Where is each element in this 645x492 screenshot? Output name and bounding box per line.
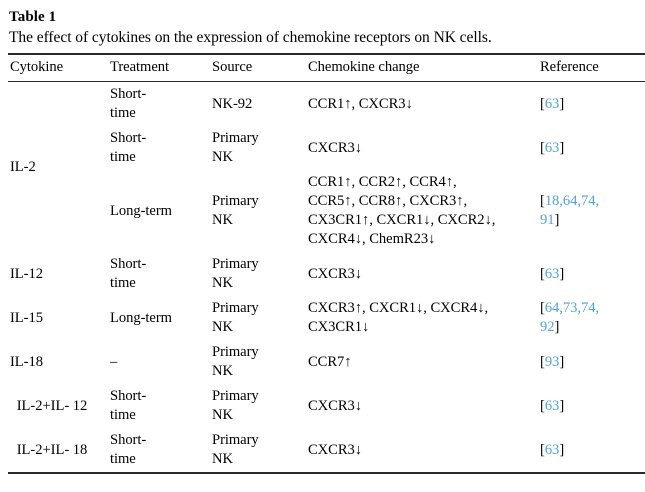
cell-reference: [63] <box>538 252 645 296</box>
cell-source: Primary NK <box>212 256 259 291</box>
reference-link[interactable]: 63 <box>544 397 560 414</box>
cell-reference: [63] <box>538 82 645 127</box>
cell-reference: [93] <box>538 340 645 384</box>
reference-bracket-close: ] <box>559 397 565 414</box>
table-row: Long-term Primary NK CCR1↑, CCR2↑, CCR4↑, … <box>8 170 645 252</box>
cell-treatment: Short- time <box>110 86 147 121</box>
table-row: Short- time Primary NK CXCR3↓ [63] <box>8 126 645 170</box>
reference-bracket-close: ] <box>554 212 560 228</box>
column-header-cytokine: Cytokine <box>8 53 108 82</box>
cell-cytokine: IL-18 <box>10 353 43 370</box>
cell-treatment: Long-term <box>110 309 172 326</box>
cell-chemokine-change: CXCR3↓ <box>308 397 363 414</box>
reference-bracket-open: [ <box>540 193 545 209</box>
cell-treatment: Short- time <box>110 130 147 165</box>
reference-bracket-close: ] <box>554 319 560 335</box>
cell-chemokine-change: CCR1↑, CXCR3↓ <box>308 95 413 112</box>
reference-bracket-open: [ <box>540 353 545 370</box>
table-row: IL-12 Short- time Primary NK CXCR3↓ [63] <box>8 252 645 296</box>
cell-reference: [18,64,74, 91] <box>538 170 645 252</box>
cell-treatment: Long-term <box>110 202 172 219</box>
reference-bracket-open: [ <box>540 441 545 458</box>
cell-chemokine-change: CXCR3↑, CXCR1↓, CXCR4↓, CX3CR1↓ <box>308 300 489 335</box>
reference-link[interactable]: 63 <box>544 441 560 458</box>
cell-cytokine: IL-12 <box>10 265 43 282</box>
column-header-source: Source <box>210 53 306 82</box>
reference-bracket-close: ] <box>559 441 565 458</box>
cell-source: NK-92 <box>212 95 253 112</box>
reference-link[interactable]: 64,73,74, 92 <box>540 300 600 335</box>
chemokine-receptor-table: Cytokine Treatment Source Chemokine chan… <box>8 53 645 474</box>
reference-bracket-open: [ <box>540 265 545 282</box>
reference-bracket-close: ] <box>559 265 565 282</box>
cell-treatment: Short- time <box>110 388 147 423</box>
cell-reference: [64,73,74, 92] <box>538 296 645 340</box>
reference-bracket-open: [ <box>540 95 545 112</box>
cell-source: Primary NK <box>212 193 259 228</box>
column-header-treatment: Treatment <box>108 53 210 82</box>
reference-bracket-close: ] <box>559 353 565 370</box>
table-row: IL-2 Short- time NK-92 CCR1↑, CXCR3↓ [63] <box>8 82 645 175</box>
cell-source: Primary NK <box>212 388 259 423</box>
table-header-row: Cytokine Treatment Source Chemokine chan… <box>8 53 645 82</box>
cell-source: Primary NK <box>212 130 259 165</box>
reference-bracket-close: ] <box>559 95 565 112</box>
cell-reference: [63] <box>538 126 645 170</box>
cell-chemokine-change: CCR7↑ <box>308 353 352 370</box>
column-header-chemokine-change: Chemokine change <box>306 53 538 82</box>
cell-chemokine-change: CXCR3↓ <box>308 265 363 282</box>
reference-bracket-open: [ <box>540 397 545 414</box>
reference-bracket-open: [ <box>540 139 545 156</box>
cell-treatment: – <box>110 353 118 370</box>
cell-chemokine-change: CXCR3↓ <box>308 139 363 156</box>
cell-chemokine-change: CXCR3↓ <box>306 428 538 474</box>
cell-cytokine: IL-2 <box>10 158 36 175</box>
reference-bracket-close: ] <box>559 139 565 156</box>
table-header: Cytokine Treatment Source Chemokine chan… <box>8 53 645 82</box>
cell-reference: [63] <box>538 428 645 474</box>
cell-treatment: Short- time <box>110 256 147 291</box>
table-caption: The effect of cytokines on the expressio… <box>9 29 492 46</box>
cell-source: Primary NK <box>212 300 259 335</box>
table-row: IL-15 Long-term Primary NK CXCR3↑, CXCR1↓, … <box>8 296 645 340</box>
cell-reference: [63] <box>538 384 645 428</box>
reference-link[interactable]: 93 <box>544 353 560 370</box>
cell-cytokine: IL-2+IL- 18 <box>8 428 108 474</box>
column-header-reference: Reference <box>538 53 645 82</box>
cell-chemokine-change: CCR1↑, CCR2↑, CCR4↑, CCR5↑, CCR8↑, CXCR3… <box>308 174 496 247</box>
cell-cytokine: IL-15 <box>10 309 43 326</box>
cell-treatment: Short- time <box>108 428 210 474</box>
reference-link[interactable]: 18,64,74, 91 <box>540 193 600 228</box>
table-label: Table 1 <box>9 9 57 25</box>
cell-source: Primary NK <box>212 344 259 379</box>
cell-source: Primary NK <box>210 428 306 474</box>
cell-cytokine: IL-2+IL- 12 <box>16 397 88 414</box>
table-row: IL-2+IL- 12 Short- time Primary NK CXCR3↓ [6… <box>8 384 645 428</box>
table-row: IL-18 – Primary NK CCR7↑ [93] <box>8 340 645 384</box>
reference-link[interactable]: 63 <box>544 265 560 282</box>
reference-link[interactable]: 63 <box>544 95 560 112</box>
reference-link[interactable]: 63 <box>544 139 560 156</box>
reference-bracket-open: [ <box>540 300 545 316</box>
